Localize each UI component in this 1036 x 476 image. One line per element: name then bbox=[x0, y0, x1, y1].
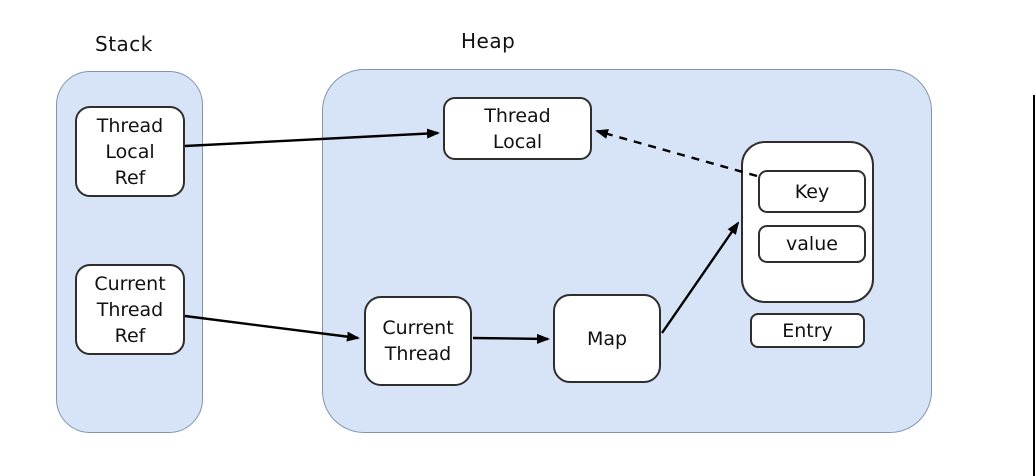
cropped-shape-edge bbox=[1033, 95, 1035, 476]
node-value: value bbox=[758, 225, 866, 263]
node-entry-label: Entry bbox=[750, 313, 865, 348]
node-current-thread: Current Thread bbox=[364, 296, 472, 386]
node-current-thread-ref: Current Thread Ref bbox=[75, 264, 185, 355]
node-thread-local: Thread Local bbox=[443, 97, 592, 160]
stack-region-label: Stack bbox=[95, 32, 153, 56]
node-entry-group bbox=[741, 141, 874, 303]
node-key: Key bbox=[758, 170, 866, 213]
node-thread-local-ref: Thread Local Ref bbox=[75, 106, 185, 197]
heap-region-label: Heap bbox=[461, 29, 516, 53]
node-map: Map bbox=[553, 294, 661, 383]
